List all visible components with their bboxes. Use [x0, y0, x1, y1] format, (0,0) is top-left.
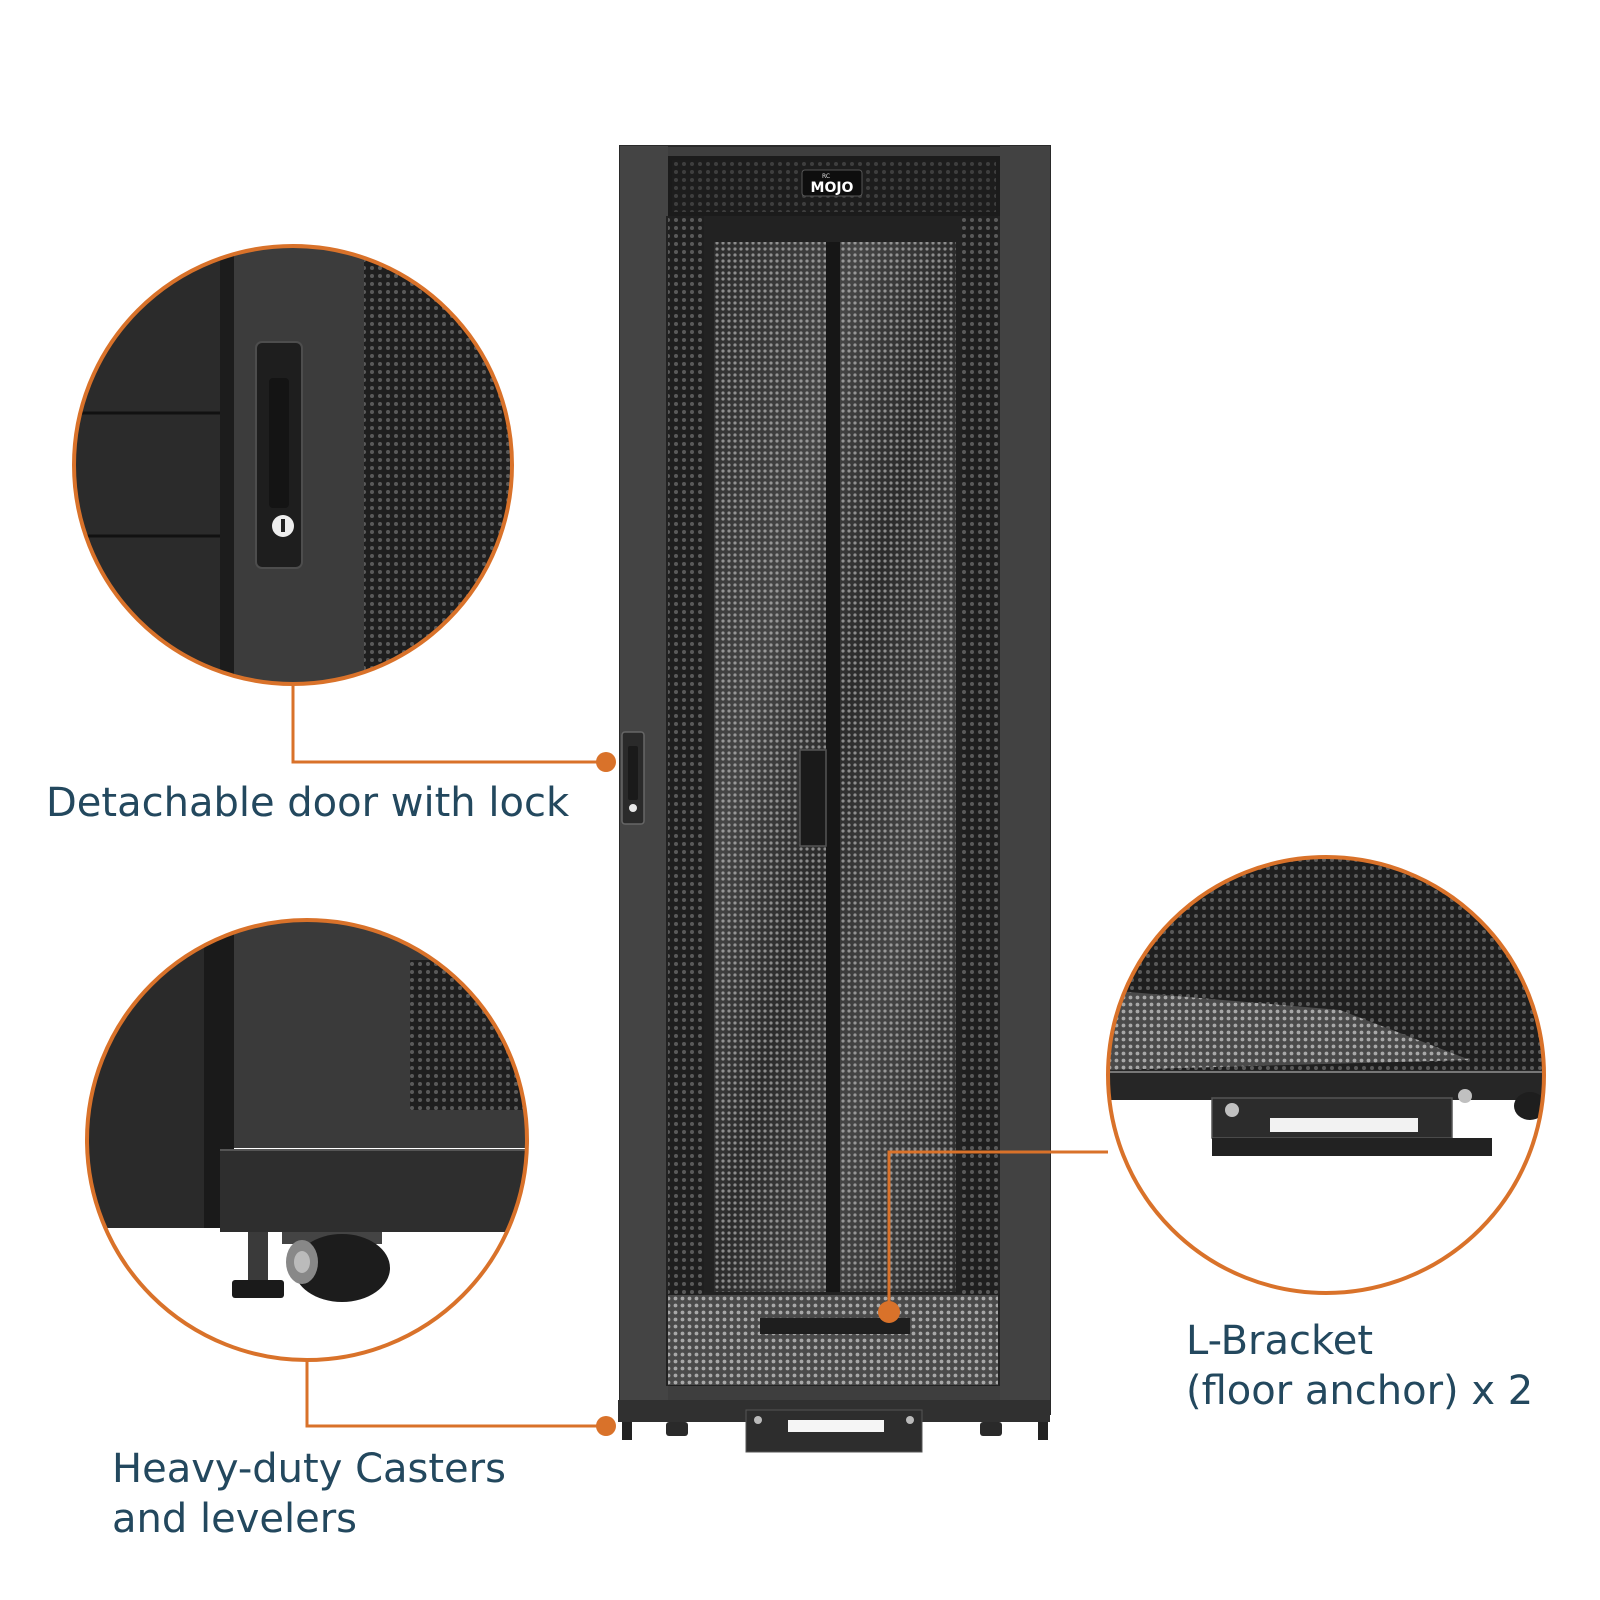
casters-callout-line1: Heavy-duty Casters: [112, 1446, 506, 1492]
brand-logo-small-text: RC: [822, 173, 830, 180]
cabinet-right-side: [1000, 146, 1050, 1414]
bracket-callout-line1: L-Bracket: [1186, 1318, 1374, 1364]
bracket-callout-label: L-Bracket (floor anchor) x 2: [1186, 1316, 1533, 1416]
caster-right: [980, 1422, 1002, 1436]
callout-door-dot: [596, 752, 616, 772]
leveler-foot-left: [622, 1422, 632, 1440]
callout-casters-leader-line: [305, 1360, 606, 1428]
leveler-foot-right: [1038, 1422, 1048, 1440]
server-cabinet: RC MOJO: [618, 145, 1051, 1453]
brand-logo-text: MOJO: [811, 180, 854, 196]
l-bracket-front: [745, 1409, 923, 1453]
door-center-handle: [799, 749, 827, 847]
callout-door-zoom: [72, 244, 514, 686]
casters-callout-label: Heavy-duty Casters and levelers: [112, 1444, 506, 1544]
door-center-bar: [826, 242, 840, 1292]
callout-casters-dot: [596, 1416, 616, 1436]
callout-bracket-zoom: [1106, 855, 1546, 1295]
door-callout-label: Detachable door with lock: [46, 778, 569, 828]
cabinet-bottom-bar: [760, 1318, 910, 1334]
door-lock-handle: [621, 731, 645, 825]
door-callout-text: Detachable door with lock: [46, 780, 570, 826]
callout-bracket-leader-line: [887, 1150, 1108, 1312]
brand-logo: RC MOJO: [801, 169, 863, 197]
cabinet-bottom-vent: [668, 1295, 998, 1385]
right-rail-mesh: [962, 216, 998, 1386]
callout-bracket-dot: [878, 1301, 900, 1323]
callout-door-leader-line: [291, 684, 606, 764]
door-keyhole-icon: [629, 804, 637, 812]
casters-callout-line2: and levelers: [112, 1496, 357, 1542]
left-rail-mesh: [668, 216, 704, 1386]
callout-casters-zoom: [85, 918, 529, 1362]
caster-left: [666, 1422, 688, 1436]
bracket-callout-line2: (floor anchor) x 2: [1186, 1368, 1534, 1414]
